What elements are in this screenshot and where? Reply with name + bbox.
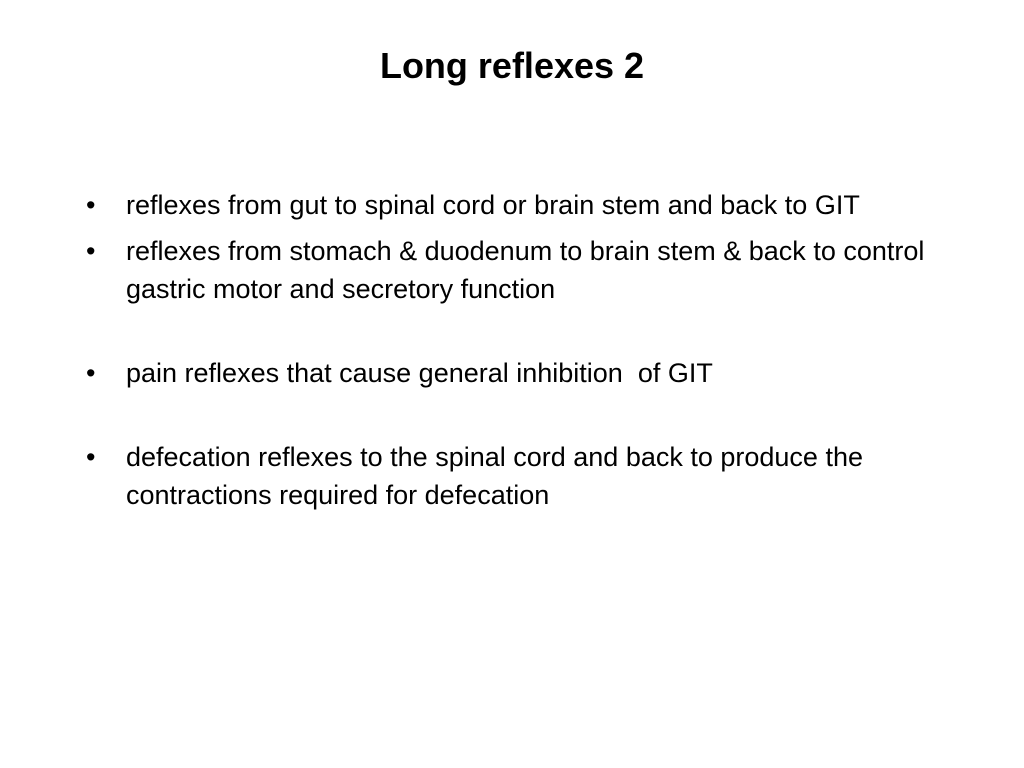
bullet-text: reflexes from gut to spinal cord or brai… <box>126 190 860 220</box>
bullet-text: pain reflexes that cause general inhibit… <box>126 358 713 388</box>
bullet-icon: • <box>86 442 96 472</box>
bullet-text: reflexes from stomach & duodenum to brai… <box>126 236 932 304</box>
bullet-icon: • <box>86 236 96 266</box>
slide-title: Long reflexes 2 <box>379 45 645 86</box>
list-item: • reflexes from stomach & duodenum to br… <box>86 232 946 308</box>
bullet-icon: • <box>86 190 96 220</box>
list-item: • reflexes from gut to spinal cord or br… <box>86 186 946 224</box>
list-item: • pain reflexes that cause general inhib… <box>86 354 946 392</box>
bullet-icon: • <box>86 358 96 388</box>
bullet-text: defecation reflexes to the spinal cord a… <box>126 442 871 510</box>
list-item: • defecation reflexes to the spinal cord… <box>86 438 946 514</box>
bullet-list: • reflexes from gut to spinal cord or br… <box>86 186 946 514</box>
